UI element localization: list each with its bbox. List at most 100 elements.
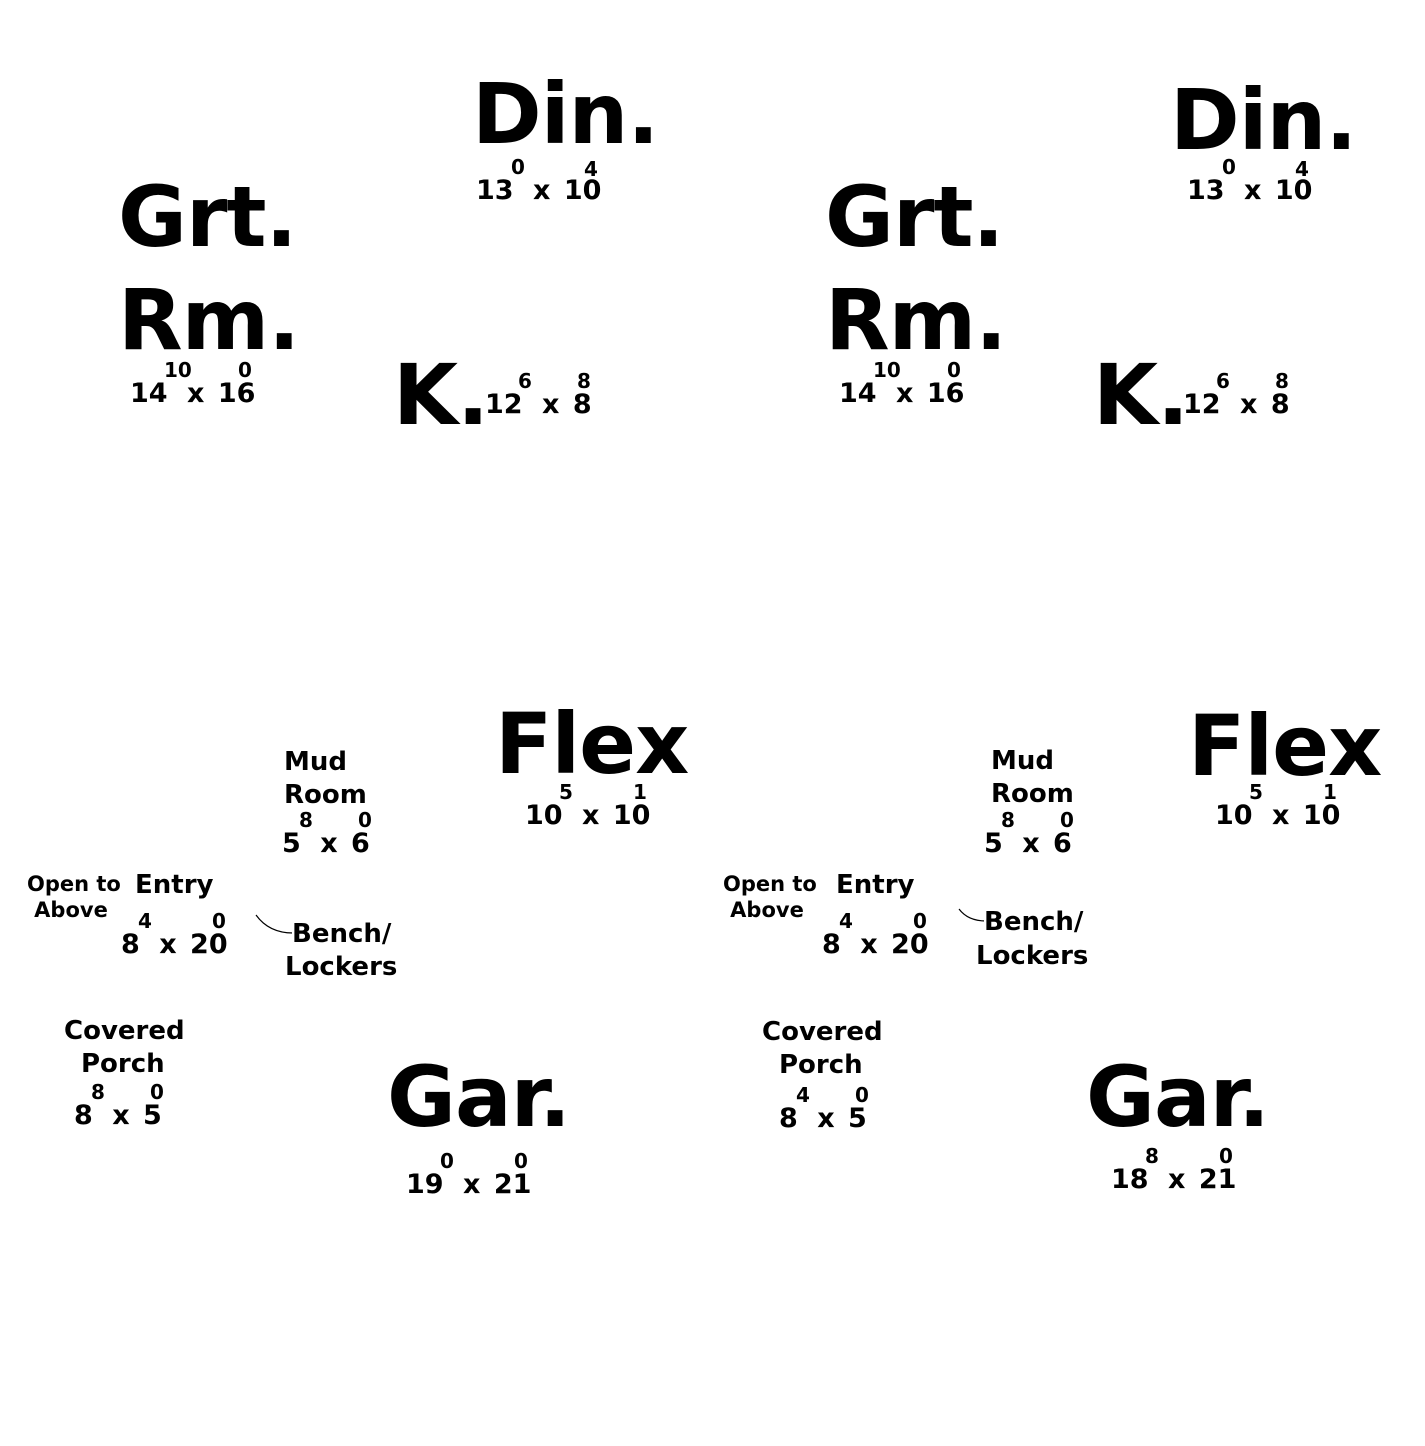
- great-room-label-line1: Grt.: [118, 168, 297, 266]
- dim-width: 5: [282, 828, 301, 859]
- flex-room-label: Flex: [1188, 697, 1382, 795]
- dim-width-inches: 0: [511, 155, 525, 179]
- flex-room-label: Flex: [495, 695, 689, 793]
- dim-width: 8: [779, 1103, 798, 1134]
- entry-dimension: 8 4 x 20 0: [121, 909, 228, 960]
- dim-length-inches: 0: [855, 1083, 869, 1107]
- dim-length: 8: [572, 389, 592, 420]
- dim-length-inches: 4: [1295, 157, 1309, 181]
- entry-dimension: 8 4 x 20 0: [822, 909, 929, 960]
- mud-room-label-line2: Room: [991, 778, 1074, 811]
- kitchen-label: K.: [393, 346, 489, 444]
- dining-room-label: Din.: [472, 65, 659, 163]
- bench-leader-line: [958, 908, 987, 922]
- dim-width-inches: 0: [440, 1149, 454, 1173]
- bench-lockers-label-line1: Bench/: [292, 918, 392, 951]
- kitchen-dimension: 12 6 x 8 8: [1183, 369, 1290, 420]
- dim-length-inches: 1: [633, 780, 647, 804]
- dim-times: x: [1243, 175, 1262, 206]
- great-room-dimension: 14 10 x 16 0: [839, 358, 964, 409]
- flex-room-dimension: 10 5 x 10 1: [1215, 780, 1341, 831]
- dim-length-inches: 8: [1275, 369, 1289, 393]
- covered-porch-dimension: 8 8 x 5 0: [74, 1080, 164, 1131]
- dim-length: 10: [1302, 800, 1341, 831]
- dim-times: x: [186, 378, 205, 409]
- dim-times: x: [1022, 828, 1040, 859]
- dining-room-dimension: 13 0 x 10 4: [476, 155, 602, 206]
- covered-porch-label-line1: Covered: [64, 1015, 185, 1048]
- kitchen-dimension: 12 6 x 8 8: [485, 369, 592, 420]
- dim-length-inches: 0: [238, 358, 252, 382]
- dim-length-inches: 4: [584, 157, 598, 181]
- dim-length: 20: [891, 929, 929, 960]
- great-room-label-line2: Rm.: [825, 271, 1007, 369]
- great-room-label-line2: Rm.: [118, 271, 300, 369]
- covered-porch-label-line2: Porch: [81, 1048, 165, 1081]
- bench-lockers-label-line2: Lockers: [976, 940, 1089, 973]
- dim-width: 10: [1215, 800, 1253, 831]
- dim-length: 6: [1053, 828, 1072, 859]
- dim-times: x: [1167, 1164, 1186, 1195]
- dim-width-inches: 4: [796, 1083, 810, 1107]
- dim-length: 16: [217, 378, 256, 409]
- dim-length: 20: [190, 929, 228, 960]
- open-to-above-line1: Open to: [27, 872, 121, 896]
- entry-label: Entry: [836, 869, 915, 902]
- dim-width-inches: 4: [839, 909, 853, 933]
- dim-width: 8: [822, 929, 841, 960]
- garage-dimension: 19 0 x 21 0: [406, 1149, 532, 1200]
- dim-length: 10: [1274, 175, 1313, 206]
- open-to-above-label: Open to Above: [723, 871, 817, 923]
- dim-length-inches: 1: [1323, 780, 1337, 804]
- dim-width: 13: [1187, 175, 1225, 206]
- dim-length: 10: [563, 175, 602, 206]
- dim-length-inches: 8: [577, 369, 591, 393]
- bench-leader-line: [255, 914, 294, 934]
- entry-label: Entry: [135, 869, 214, 902]
- dim-width-inches: 10: [164, 358, 192, 382]
- dim-width-inches: 8: [91, 1080, 105, 1104]
- dim-width-inches: 8: [1145, 1144, 1159, 1168]
- great-room-label-line1: Grt.: [825, 168, 1004, 266]
- dim-width: 10: [525, 800, 563, 831]
- dim-width: 12: [1183, 389, 1221, 420]
- flex-room-dimension: 10 5 x 10 1: [525, 780, 651, 831]
- dim-length: 5: [848, 1103, 867, 1134]
- dim-times: x: [817, 1103, 835, 1134]
- dim-length-inches: 0: [514, 1149, 528, 1173]
- dim-width-inches: 5: [559, 780, 573, 804]
- mud-room-label-line1: Mud: [284, 746, 347, 779]
- dim-width: 8: [74, 1100, 93, 1131]
- dim-length: 5: [143, 1100, 162, 1131]
- covered-porch-label-line2: Porch: [779, 1049, 863, 1082]
- mud-room-dimension: 5 8 x 6 0: [984, 808, 1074, 859]
- dim-width: 13: [476, 175, 514, 206]
- dim-length-inches: 0: [1219, 1144, 1233, 1168]
- dim-times: x: [860, 929, 878, 960]
- dim-width-inches: 0: [1222, 155, 1236, 179]
- covered-porch-dimension: 8 4 x 5 0: [779, 1083, 869, 1134]
- dim-width-inches: 6: [1216, 369, 1230, 393]
- dim-width: 5: [984, 828, 1003, 859]
- dim-length: 21: [493, 1169, 532, 1200]
- bench-lockers-label-line2: Lockers: [285, 951, 398, 984]
- dim-length-inches: 0: [150, 1080, 164, 1104]
- dim-length-inches: 0: [1060, 808, 1074, 832]
- covered-porch-label-line1: Covered: [762, 1016, 883, 1049]
- dim-width-inches: 4: [138, 909, 152, 933]
- dim-length-inches: 0: [212, 909, 226, 933]
- dim-width-inches: 8: [1001, 808, 1015, 832]
- dim-times: x: [112, 1100, 130, 1131]
- dim-width-inches: 6: [518, 369, 532, 393]
- open-to-above-line1: Open to: [723, 872, 817, 896]
- dining-room-label: Din.: [1170, 71, 1357, 169]
- dim-width: 18: [1111, 1164, 1149, 1195]
- dim-length-inches: 0: [913, 909, 927, 933]
- open-to-above-line2: Above: [34, 898, 108, 922]
- dim-length: 21: [1198, 1164, 1237, 1195]
- mud-room-dimension: 5 8 x 6 0: [282, 808, 372, 859]
- dim-length-inches: 0: [947, 358, 961, 382]
- garage-label: Gar.: [387, 1048, 571, 1146]
- dim-times: x: [541, 389, 560, 420]
- dim-length: 10: [612, 800, 651, 831]
